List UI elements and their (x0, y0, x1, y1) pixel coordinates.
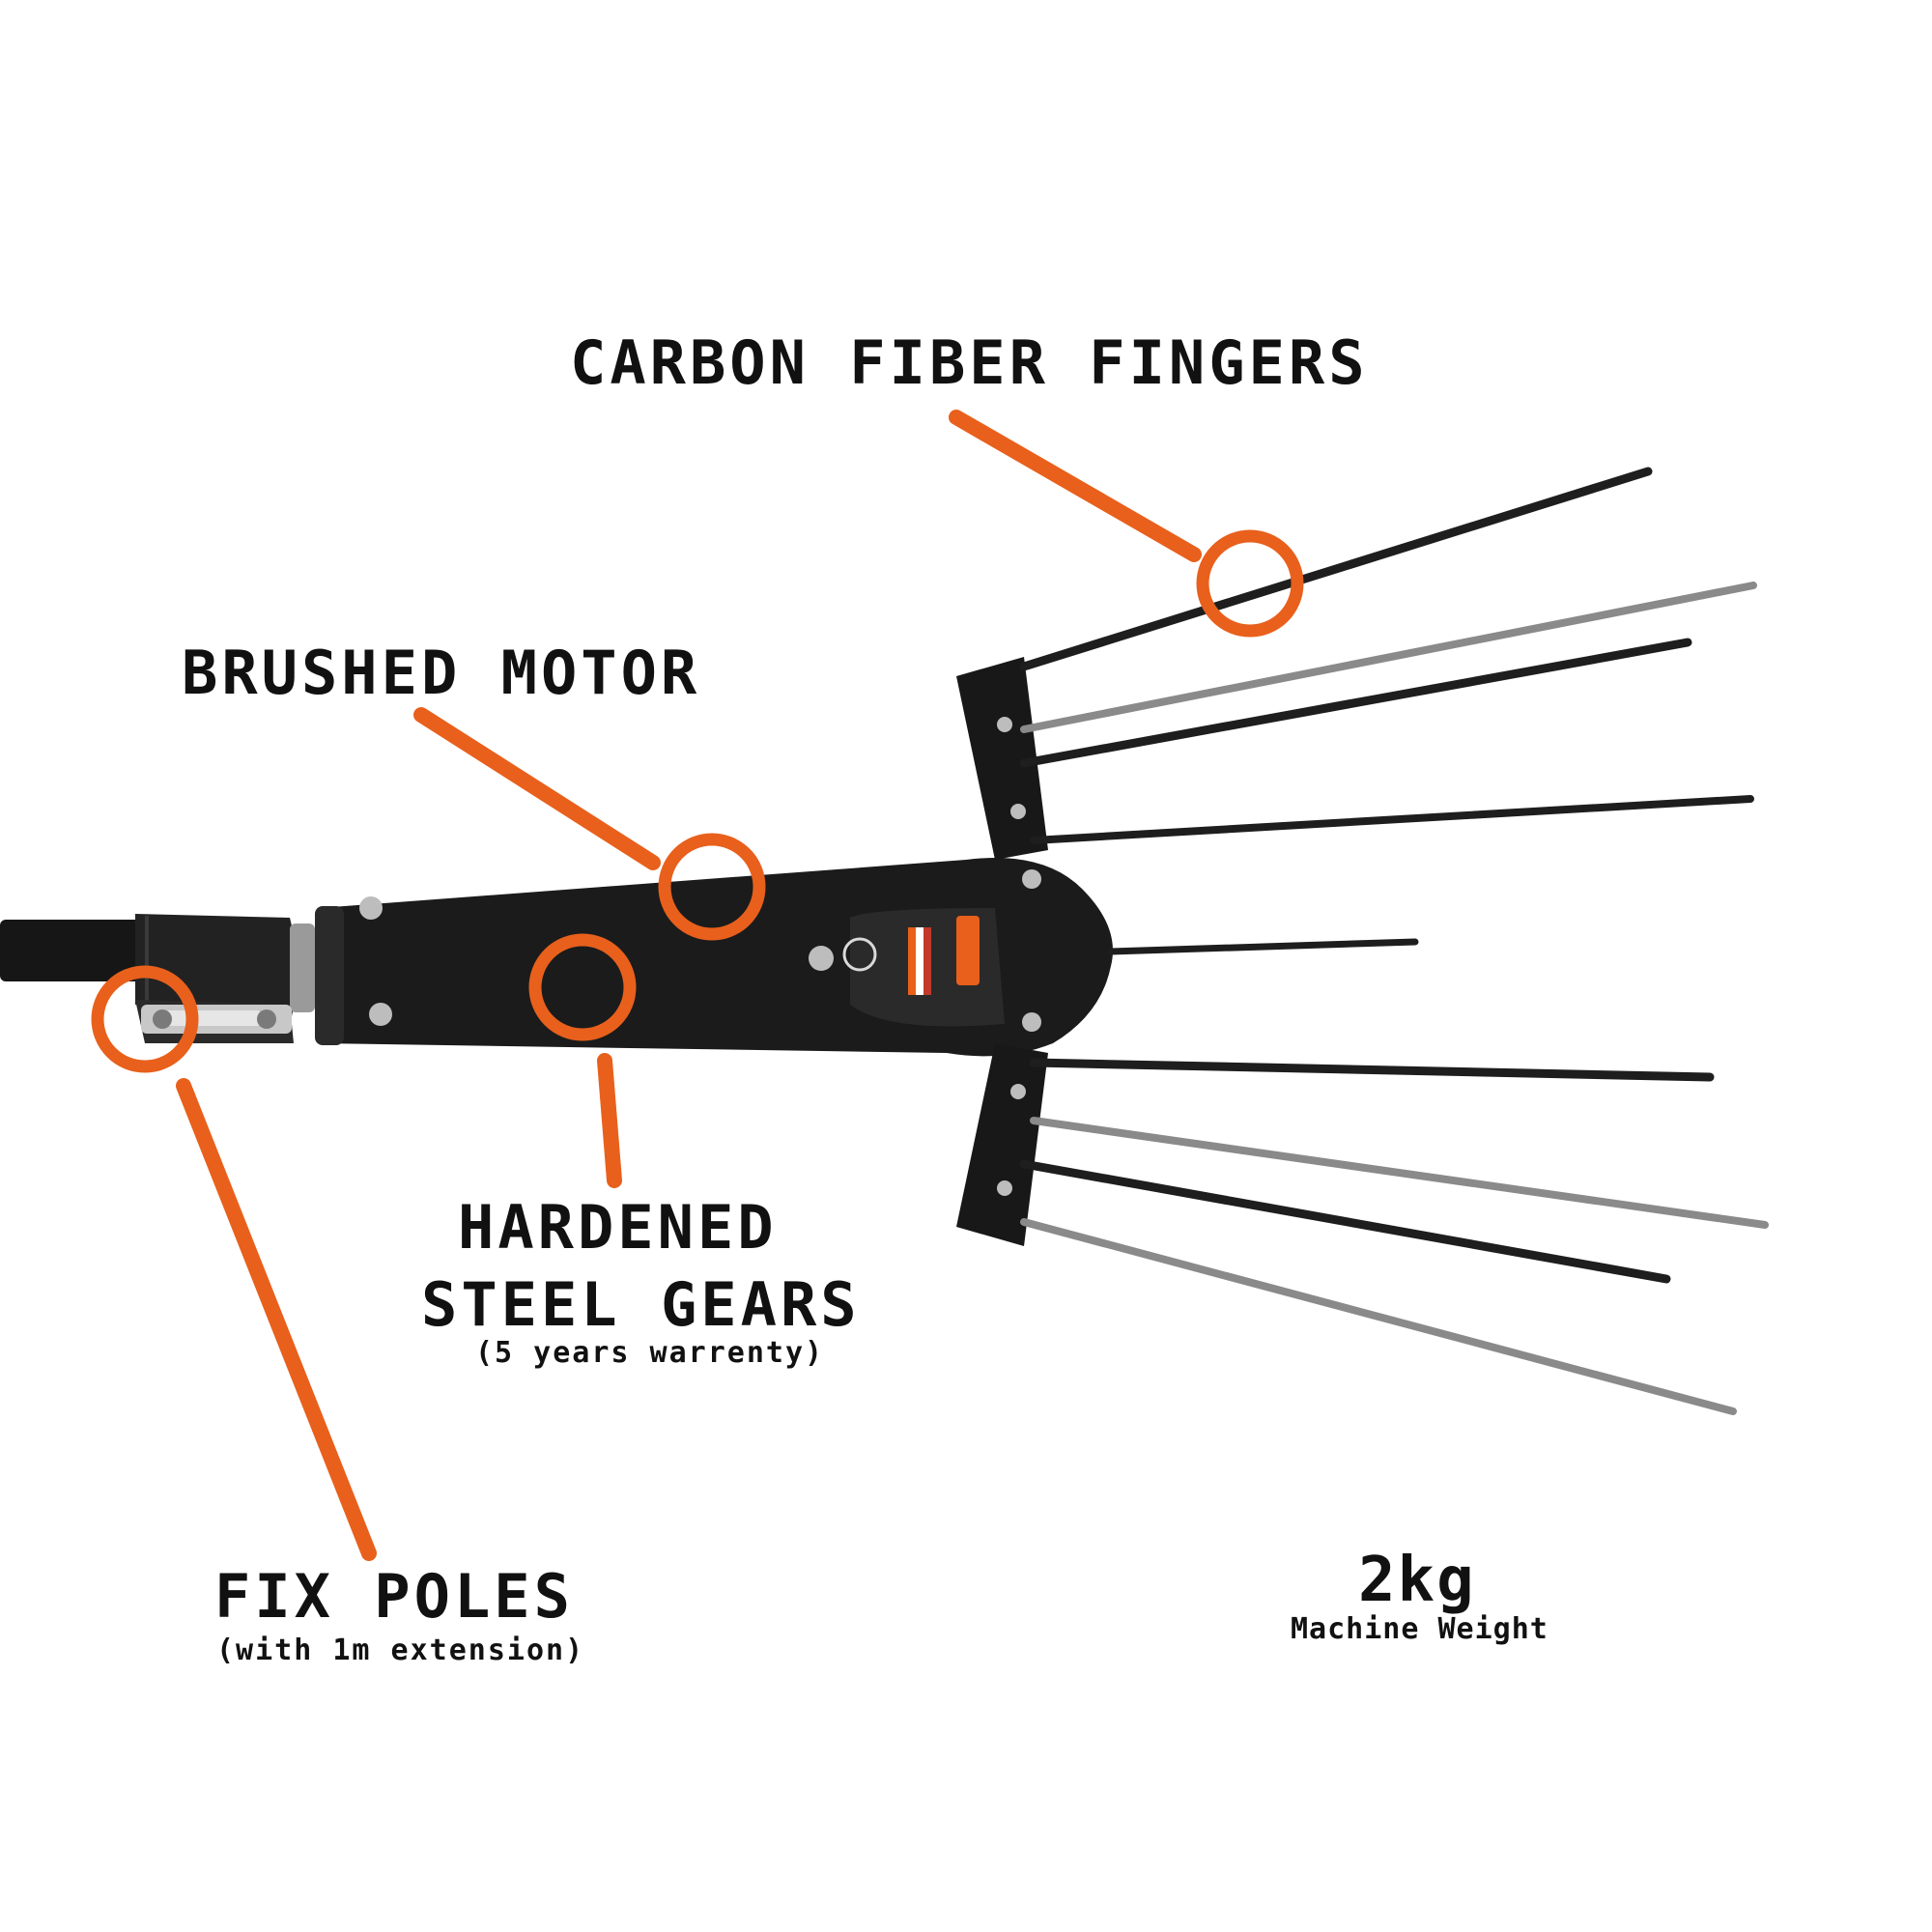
carbon-pointer-ring (1196, 529, 1304, 638)
steel-gears-title-line2: STEEL GEARS (421, 1269, 861, 1340)
weight-value: 2kg (1358, 1545, 1476, 1616)
gears-pointer-ring (528, 933, 637, 1041)
upper-finger-bracket (956, 657, 1048, 860)
callout-pointers (91, 410, 1304, 1561)
weight-label: Machine Weight (1291, 1612, 1548, 1646)
fingers (1019, 467, 1769, 1415)
lower-finger-bracket (956, 1043, 1048, 1246)
fix-poles-subtitle: (with 1m extension) (216, 1634, 585, 1667)
carbon-fiber-fingers-title: CARBON FIBER FINGERS (570, 327, 1369, 398)
brushed-motor-title: BRUSHED MOTOR (182, 638, 701, 708)
gears-pointer-line (597, 1053, 622, 1188)
motor-housing (315, 858, 1113, 1057)
carbon-pointer-line (949, 410, 1202, 562)
motor-pointer-ring (658, 833, 766, 941)
steel-gears-title-line1: HARDENED (458, 1192, 778, 1263)
fix-poles-title: FIX POLES (214, 1561, 574, 1632)
pole-clamp (141, 1005, 292, 1034)
fix-pointer-line (176, 1078, 377, 1561)
steel-gears-subtitle: (5 years warrenty) (475, 1336, 825, 1370)
fix-pointer-ring (91, 965, 199, 1073)
motor-pointer-line (413, 707, 661, 870)
